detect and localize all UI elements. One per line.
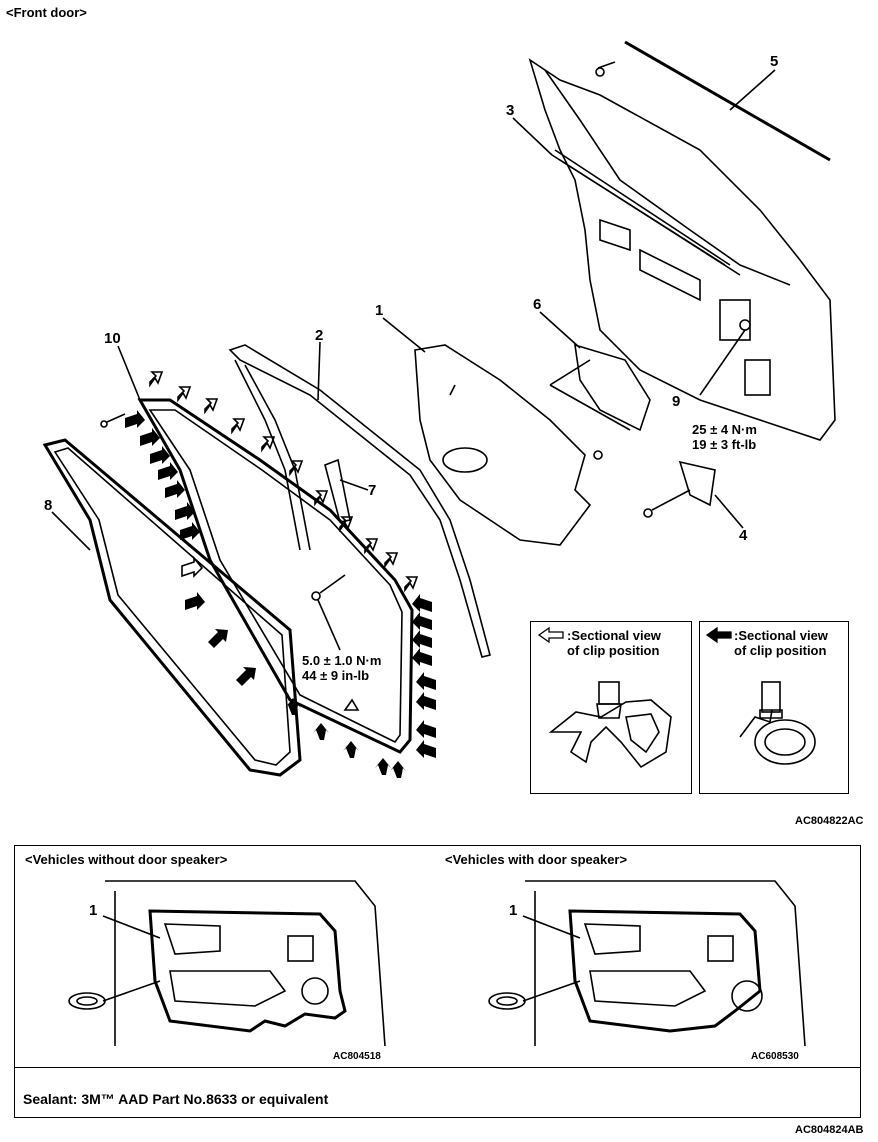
callout-8: 8 bbox=[44, 497, 53, 514]
callout-3: 3 bbox=[506, 102, 515, 119]
legend-open-line2: of clip position bbox=[567, 643, 660, 658]
callout-1: 1 bbox=[375, 302, 384, 319]
legend-open-arrow: :Sectional view of clip position bbox=[530, 621, 692, 794]
right-callout-1: 1 bbox=[509, 902, 518, 919]
torque-9-imperial: 19 ± 3 ft-lb bbox=[692, 437, 757, 452]
right-sealant-drawing bbox=[488, 880, 806, 1047]
callout-4: 4 bbox=[739, 527, 748, 544]
left-subfigure-code: AC804518 bbox=[333, 1051, 381, 1062]
left-subfigure-title: <Vehicles without door speaker> bbox=[25, 852, 228, 867]
left-callout-1: 1 bbox=[89, 902, 98, 919]
callout-6: 6 bbox=[533, 296, 542, 313]
figure-code: AC804822AC bbox=[795, 815, 864, 827]
clip-arrows-filled-right bbox=[412, 594, 436, 758]
clip-arrows-open bbox=[149, 371, 419, 593]
torque-7-imperial: 44 ± 9 in-lb bbox=[302, 668, 370, 683]
torque-7-metric: 5.0 ± 1.0 N·m bbox=[302, 653, 382, 668]
sealant-panel: <Vehicles without door speaker> 1 AC8045… bbox=[14, 845, 861, 1118]
right-subfigure-title: <Vehicles with door speaker> bbox=[445, 852, 628, 867]
torque-9-metric: 25 ± 4 N·m bbox=[692, 422, 757, 437]
door-exploded-diagram bbox=[42, 40, 836, 778]
clip-arrows-filled bbox=[125, 410, 406, 778]
callout-2: 2 bbox=[315, 327, 324, 344]
legend-filled-arrow: :Sectional view of clip position bbox=[699, 621, 849, 794]
legend-filled-line1: :Sectional view bbox=[734, 628, 828, 643]
callout-10: 10 bbox=[104, 330, 121, 347]
callout-5: 5 bbox=[770, 53, 779, 70]
clip-section-filled-drawing bbox=[705, 626, 816, 765]
torque-spec-9: 25 ± 4 N·m 19 ± 3 ft-lb bbox=[692, 422, 757, 452]
sealant-note: Sealant: 3M™ AAD Part No.8633 or equival… bbox=[23, 1091, 329, 1107]
panel-divider bbox=[15, 1067, 860, 1068]
weatherstrip-5 bbox=[624, 40, 831, 162]
callout-9: 9 bbox=[672, 393, 681, 410]
left-sealant-drawing bbox=[68, 880, 386, 1047]
open-arrow-icon bbox=[537, 626, 564, 644]
legend-filled-line2: of clip position bbox=[734, 643, 827, 658]
callout-7: 7 bbox=[368, 482, 377, 499]
clip-section-open-drawing bbox=[537, 626, 672, 769]
door-shell-drawing bbox=[528, 58, 836, 441]
filled-arrow-icon bbox=[705, 626, 732, 644]
page-title: <Front door> bbox=[6, 5, 87, 20]
panel-code: AC804824AB bbox=[795, 1124, 864, 1136]
right-subfigure-code: AC608530 bbox=[751, 1051, 799, 1062]
torque-spec-7: 5.0 ± 1.0 N·m 44 ± 9 in-lb bbox=[302, 653, 381, 683]
legend-open-line1: :Sectional view bbox=[567, 628, 661, 643]
